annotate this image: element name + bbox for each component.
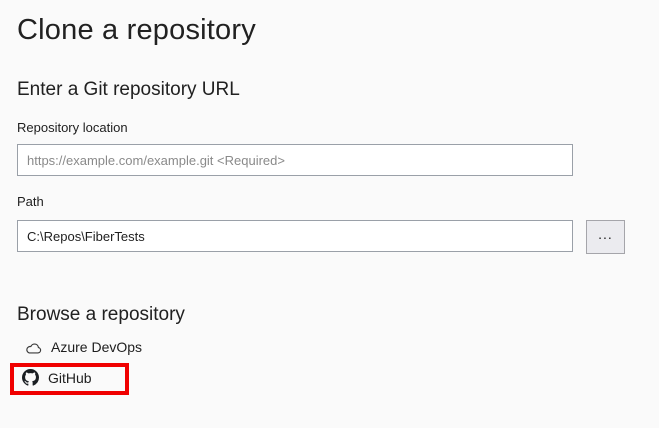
repository-location-input[interactable]: [17, 144, 573, 176]
path-label: Path: [17, 194, 44, 209]
provider-label-github: GitHub: [48, 369, 92, 386]
provider-github[interactable]: GitHub: [22, 369, 92, 386]
repository-location-label: Repository location: [17, 120, 128, 135]
path-input[interactable]: [17, 220, 573, 252]
provider-azure-devops[interactable]: Azure DevOps: [25, 339, 142, 355]
provider-label-azure-devops: Azure DevOps: [51, 339, 143, 355]
browse-path-button[interactable]: ...: [586, 220, 625, 254]
azure-devops-cloud-icon: [25, 341, 42, 354]
github-icon: [22, 369, 39, 386]
page-title: Clone a repository: [17, 14, 256, 46]
url-section-heading: Enter a Git repository URL: [17, 79, 240, 100]
browse-section-heading: Browse a repository: [17, 304, 185, 325]
